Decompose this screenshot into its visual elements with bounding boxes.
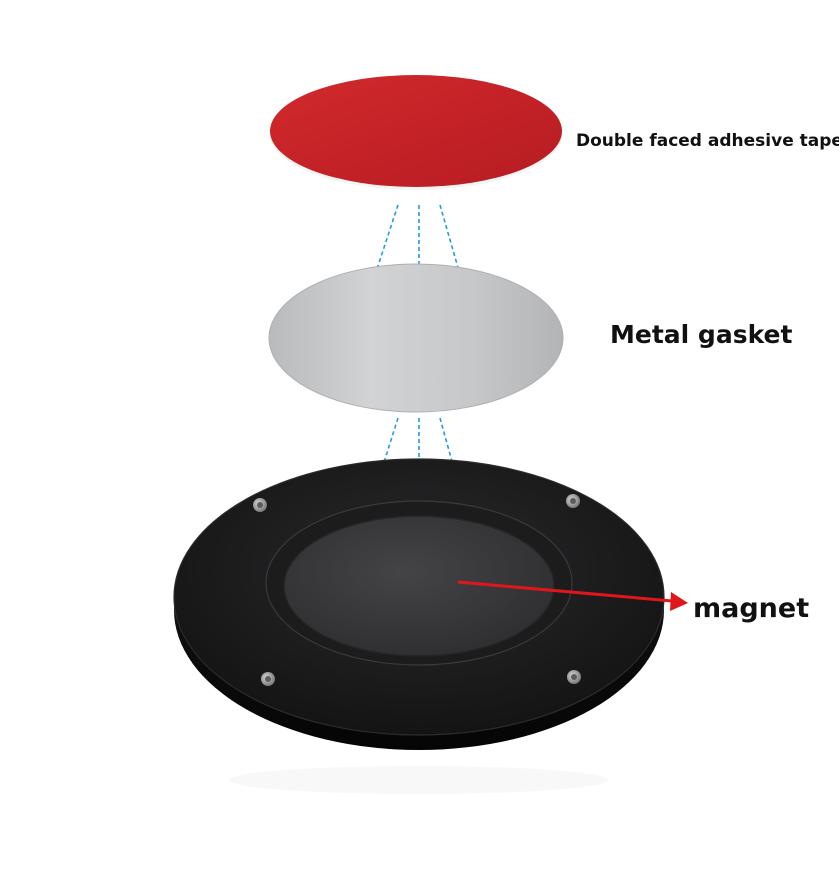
- magnet-face: [283, 515, 555, 657]
- arrow-right-icon: [457, 580, 688, 611]
- adhesive-tape-label: Double faced adhesive tape: [576, 131, 839, 151]
- screw-icon: [253, 498, 267, 512]
- screw-icon: [261, 672, 275, 686]
- screw-icon: [566, 494, 580, 508]
- adhesive-tape-disc: [270, 75, 562, 190]
- metal-gasket-label: Metal gasket: [610, 320, 793, 349]
- magnet-label: magnet: [693, 593, 810, 624]
- screw-icon: [567, 670, 581, 684]
- magnetic-base: [173, 458, 665, 750]
- metal-gasket-disc: [268, 263, 564, 413]
